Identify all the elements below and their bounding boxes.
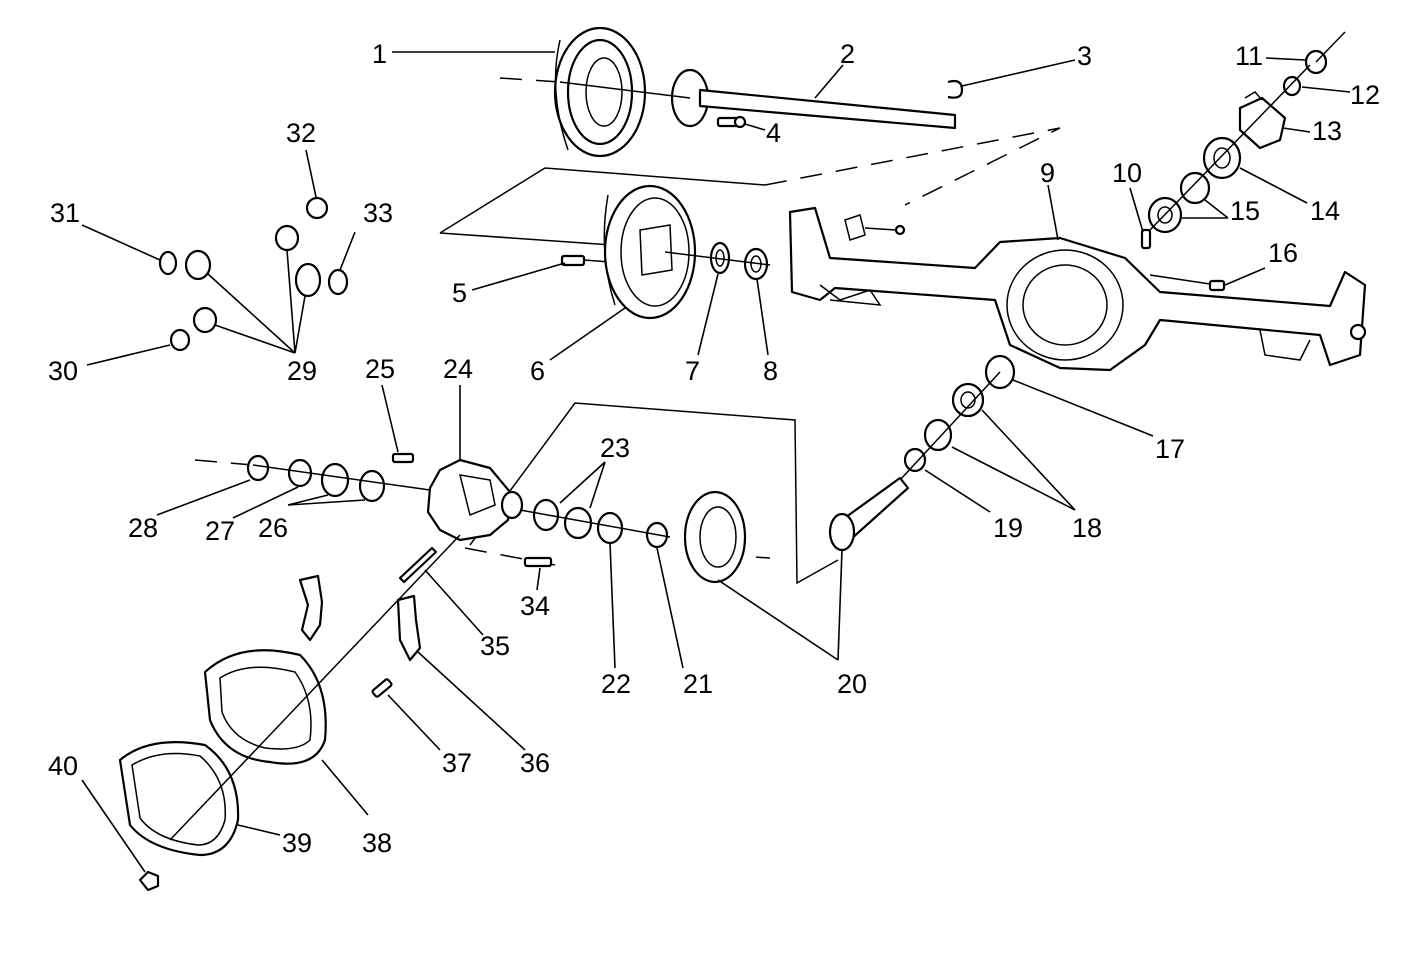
- callout-labels: 1 2 3 4 5 6 7 8 9 10 11 12 13 14 15 16 1…: [48, 39, 1380, 858]
- callout-5: 5: [452, 278, 467, 308]
- part-1-brake-drum: [553, 26, 647, 158]
- part-29-side-gears: [184, 224, 322, 334]
- part-24-differential-case: [426, 458, 524, 542]
- callout-15: 15: [1230, 196, 1260, 226]
- leader-lines: [81, 51, 1351, 873]
- part-13-yoke: [1238, 91, 1287, 150]
- callout-26: 26: [258, 513, 288, 543]
- callout-29: 29: [287, 356, 317, 386]
- callout-38: 38: [362, 828, 392, 858]
- part-15-bearing: [1147, 171, 1211, 234]
- callout-18: 18: [1072, 513, 1102, 543]
- part-23-bearing: [532, 498, 593, 540]
- callout-34: 34: [520, 591, 550, 621]
- part-26-bearing: [320, 462, 386, 503]
- callout-16: 16: [1268, 238, 1298, 268]
- part-35-pinion-shaft: [398, 546, 438, 584]
- part-38-cover-gasket: [203, 649, 327, 765]
- callout-6: 6: [530, 356, 545, 386]
- callout-3: 3: [1077, 41, 1092, 71]
- callout-36: 36: [520, 748, 550, 778]
- callout-39: 39: [282, 828, 312, 858]
- part-33-thrust-washer: [327, 268, 349, 296]
- callout-19: 19: [993, 513, 1023, 543]
- part-34-bolt: [523, 556, 553, 568]
- callout-23: 23: [600, 433, 630, 463]
- callout-9: 9: [1040, 158, 1055, 188]
- callout-12: 12: [1350, 80, 1380, 110]
- callout-13: 13: [1312, 116, 1342, 146]
- part-9-axle-housing: [788, 206, 1367, 372]
- part-6-backing-plate: [603, 184, 697, 320]
- callout-8: 8: [763, 356, 778, 386]
- callout-22: 22: [601, 669, 631, 699]
- callout-11: 11: [1235, 41, 1263, 71]
- part-4-wheel-stud: [716, 115, 747, 129]
- callout-24: 24: [443, 354, 473, 384]
- part-39-differential-cover: [118, 741, 240, 857]
- part-20-ring-and-pinion: [683, 476, 910, 584]
- callout-27: 27: [205, 516, 235, 546]
- part-32-thrust-washer: [305, 196, 329, 220]
- callout-17: 17: [1155, 434, 1185, 464]
- part-18-bearing: [923, 382, 985, 452]
- part-10-vent: [1140, 228, 1152, 250]
- callout-30: 30: [48, 356, 78, 386]
- callout-31: 31: [50, 198, 80, 228]
- callout-37: 37: [442, 748, 472, 778]
- callout-10: 10: [1112, 158, 1142, 188]
- part-19-shim: [903, 447, 927, 473]
- part-40-cover-bolt: [138, 870, 160, 892]
- callout-20: 20: [837, 669, 867, 699]
- callout-7: 7: [685, 356, 700, 386]
- assembly-frames: [194, 77, 1061, 585]
- callout-4: 4: [766, 118, 781, 148]
- callout-35: 35: [480, 631, 510, 661]
- part-3-c-lock-clip: [947, 79, 964, 99]
- part-28-shim: [246, 454, 270, 482]
- part-37-bolt: [371, 678, 393, 698]
- callout-25: 25: [365, 354, 395, 384]
- part-36-bearing-cap: [298, 574, 422, 662]
- part-2-axle-shaft: [559, 68, 957, 130]
- callout-40: 40: [48, 751, 78, 781]
- callout-21: 21: [683, 669, 713, 699]
- callout-28: 28: [128, 513, 158, 543]
- part-16-fill-plug: [1208, 279, 1226, 292]
- part-12-washer: [1282, 75, 1302, 97]
- callout-2: 2: [840, 39, 855, 69]
- part-5-bolt: [560, 254, 611, 267]
- callout-32: 32: [286, 118, 316, 148]
- part-30-thrust-washer: [169, 328, 191, 352]
- callout-14: 14: [1310, 196, 1340, 226]
- callout-33: 33: [363, 198, 393, 228]
- callout-1: 1: [372, 39, 387, 69]
- part-25-bolt: [391, 452, 415, 464]
- part-31-thrust-washer: [158, 250, 178, 276]
- part-14-seal: [1202, 136, 1242, 180]
